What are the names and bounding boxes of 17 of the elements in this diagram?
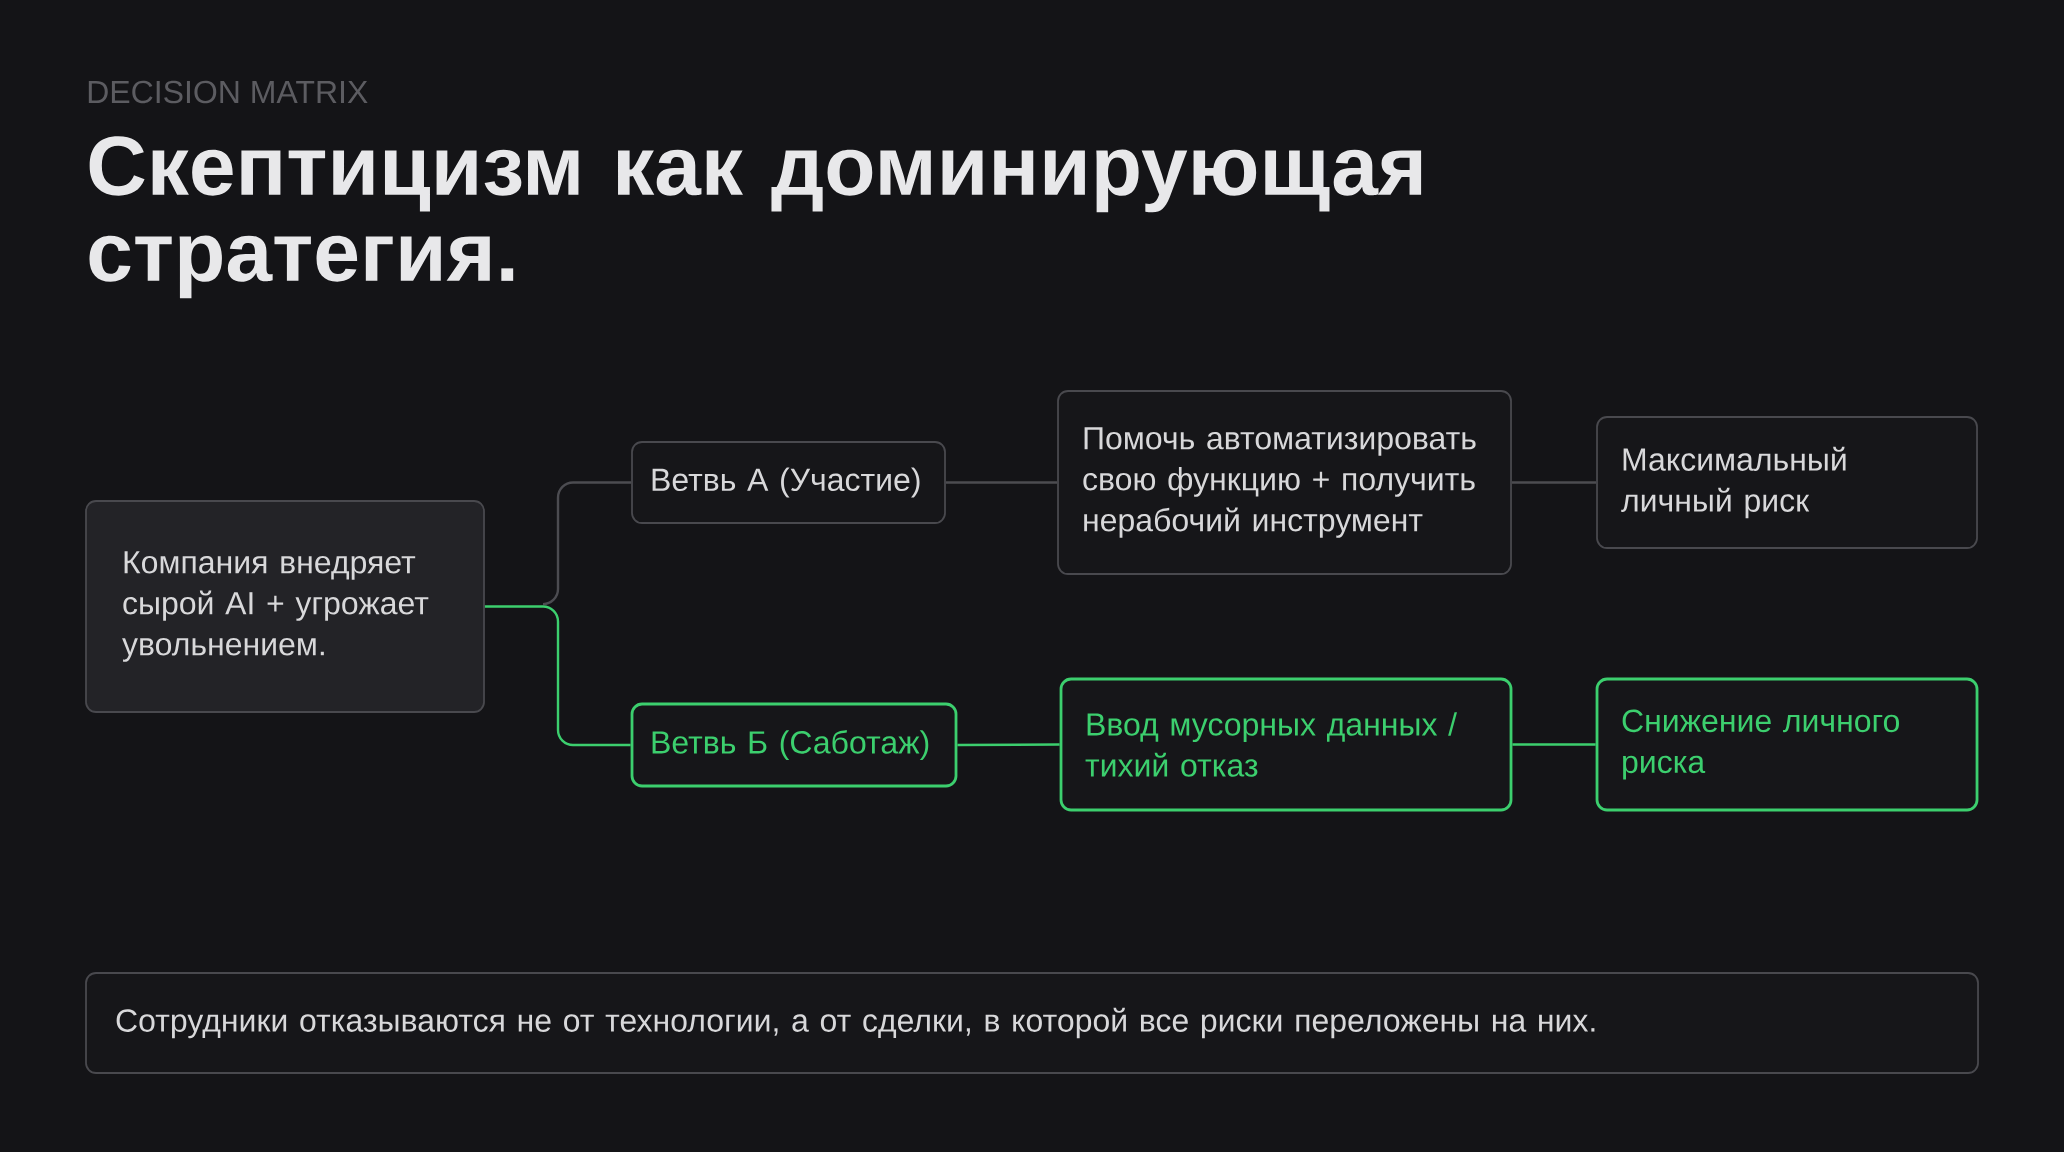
title: Скептицизм как доминирующая стратегия. bbox=[89, 136, 1422, 299]
connector-line bbox=[484, 605, 543, 608]
outcome-box: Снижение личного риска bbox=[1595, 677, 1979, 812]
connector-line bbox=[1511, 481, 1597, 484]
connector-line bbox=[542, 481, 632, 606]
connector-line bbox=[945, 481, 1058, 484]
note-box: Сотрудники отказываются не от технологии, а от сделки, в которой все риски переложены на них. bbox=[85, 972, 1979, 1074]
action-box: Помочь автоматизировать свою функцию + получить нерабочий инструмент bbox=[1057, 390, 1512, 575]
connector-line bbox=[1512, 743, 1596, 746]
overline-label: DECISION MATRIX bbox=[88, 80, 368, 104]
connector-line bbox=[542, 605, 631, 747]
source-box: Компания внедряет сырой AI + угрожает увольнением. bbox=[85, 500, 485, 713]
branch-box: Ветвь А (Участие) bbox=[631, 441, 946, 524]
branch-box: Ветвь Б (Саботаж) bbox=[630, 702, 958, 788]
connector-line bbox=[957, 743, 1060, 747]
action-box: Ввод мусорных данных / тихий отказ bbox=[1059, 677, 1513, 812]
outcome-box: Максимальный личный риск bbox=[1596, 416, 1978, 549]
